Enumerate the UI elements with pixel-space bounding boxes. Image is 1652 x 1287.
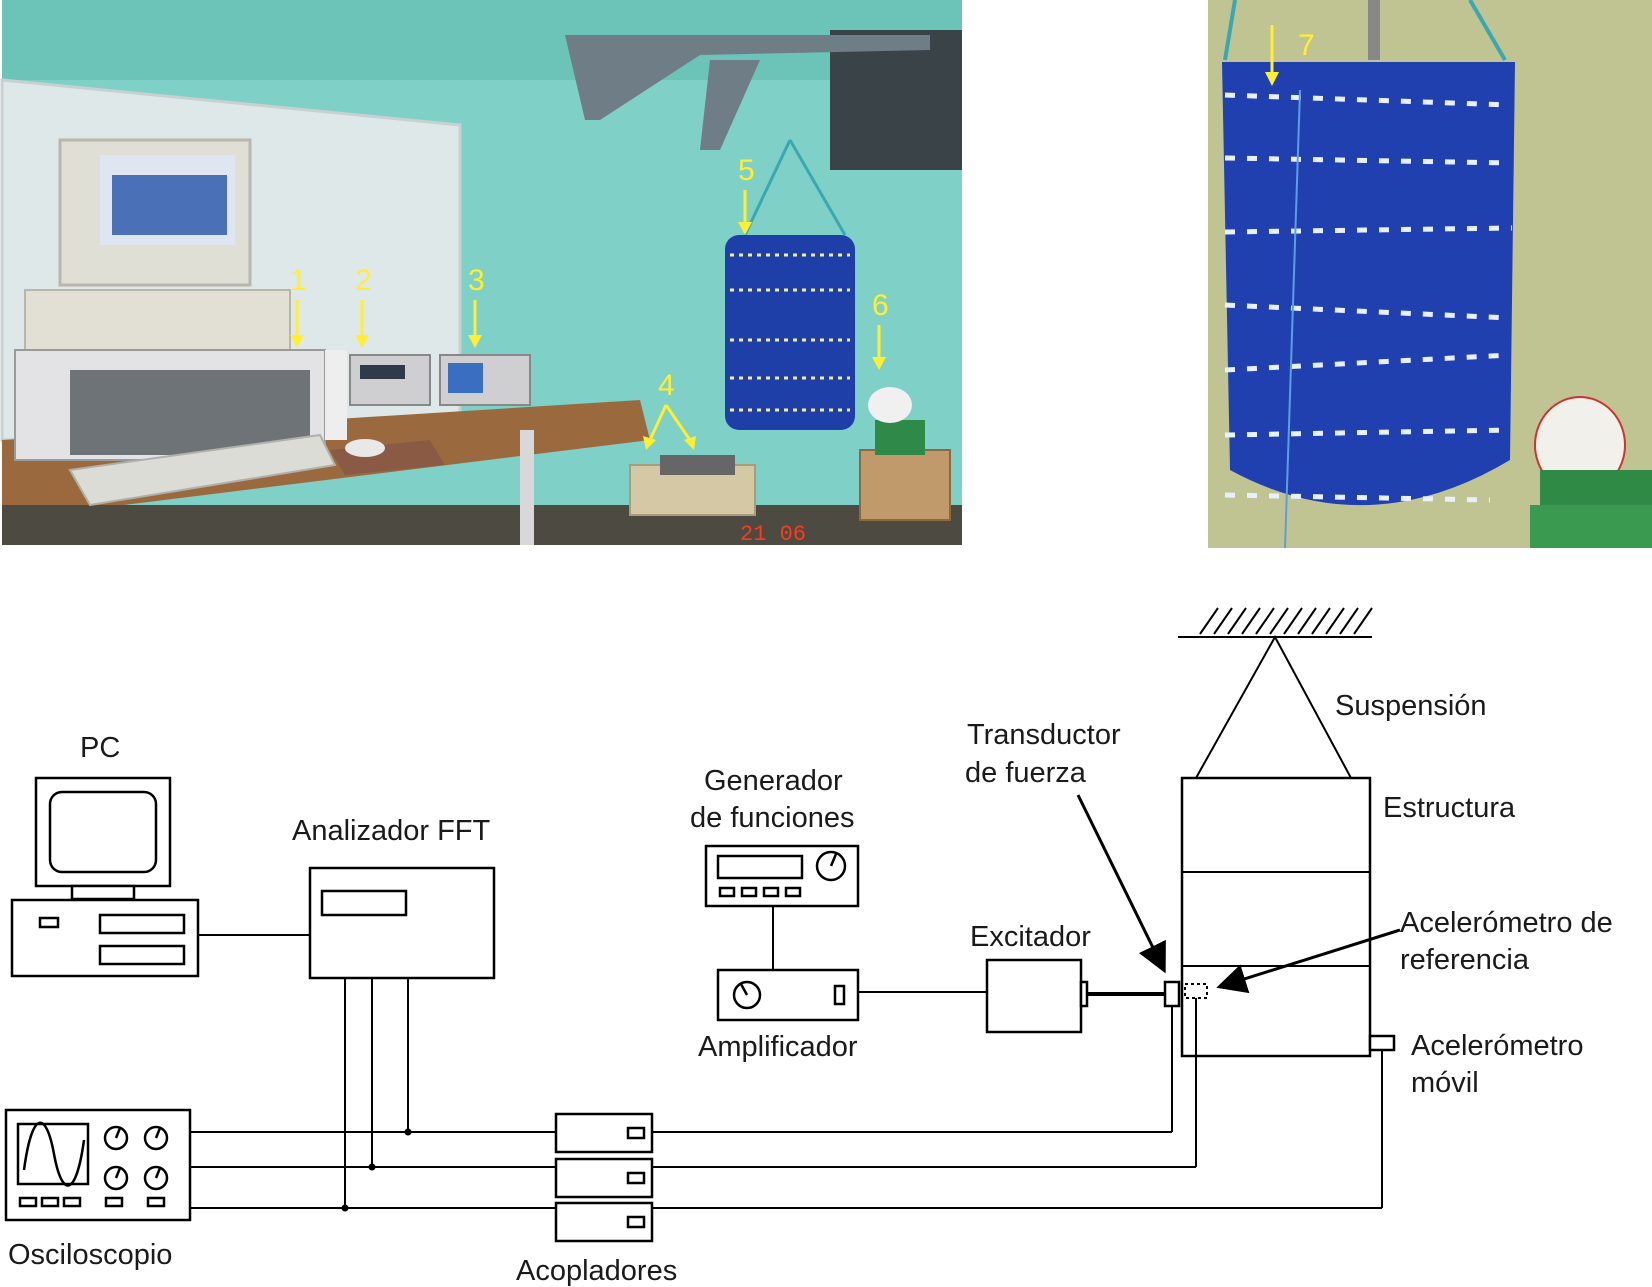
label-ref-accel-line1: Acelerómetro de (1400, 907, 1613, 939)
label-couplers: Acopladores (516, 1255, 677, 1287)
label-generator-line1: Generador (704, 765, 843, 797)
label-fft-analyzer: Analizador FFT (292, 815, 491, 847)
drum-closeup-photo: 7 (1208, 0, 1652, 549)
label-ref-accel-line2: referencia (1400, 944, 1530, 976)
structure-component: Estructura (1180, 776, 1516, 1058)
label-amplifier: Amplificador (698, 1031, 858, 1063)
measurement-schematic: PC Analizador FFT Generador de funciones (4, 607, 1613, 1287)
label-mob-accel-line1: Acelerómetro (1411, 1030, 1583, 1062)
label-structure: Estructura (1383, 792, 1516, 824)
label-oscilloscope: Osciloscopio (8, 1239, 172, 1271)
reference-accelerometer-component: Acelerómetro de referencia (1184, 907, 1613, 999)
label-generator-line2: de funciones (690, 802, 854, 834)
label-mob-accel-line2: móvil (1411, 1067, 1479, 1099)
pc-component: PC (10, 732, 200, 978)
suspension-component: Suspensión (1178, 607, 1487, 779)
marker-6: 6 (872, 289, 889, 322)
marker-5: 5 (738, 154, 755, 187)
marker-2: 2 (355, 264, 372, 297)
lab-setup-photo: 1 2 3 4 5 6 21 06 (0, 0, 962, 547)
label-transducer-line1: Transductor (967, 719, 1121, 751)
signal-wiring (190, 978, 1383, 1209)
exciter-component: Excitador (970, 921, 1165, 1034)
couplers-component: Acopladores (516, 1112, 677, 1287)
label-exciter: Excitador (970, 921, 1091, 953)
fft-analyzer-component: Analizador FFT (292, 815, 496, 980)
mobile-accelerometer-component: Acelerómetro móvil (1368, 1030, 1583, 1099)
force-transducer-component: Transductor de fuerza (965, 719, 1181, 1008)
label-transducer-line2: de fuerza (965, 757, 1087, 789)
marker-7: 7 (1298, 29, 1315, 62)
marker-4: 4 (658, 369, 675, 402)
photo-date-stamp: 21 06 (740, 522, 806, 547)
marker-3: 3 (468, 264, 485, 297)
drum-photo-small (725, 235, 855, 430)
oscilloscope-component: Osciloscopio (4, 1108, 192, 1271)
label-pc: PC (80, 732, 120, 764)
marker-1: 1 (290, 264, 307, 297)
function-generator-component: Generador de funciones (690, 765, 860, 908)
photo-markers: 1 2 3 4 5 6 (290, 154, 889, 450)
label-suspension: Suspensión (1335, 690, 1487, 722)
amplifier-component: Amplificador (698, 968, 860, 1063)
